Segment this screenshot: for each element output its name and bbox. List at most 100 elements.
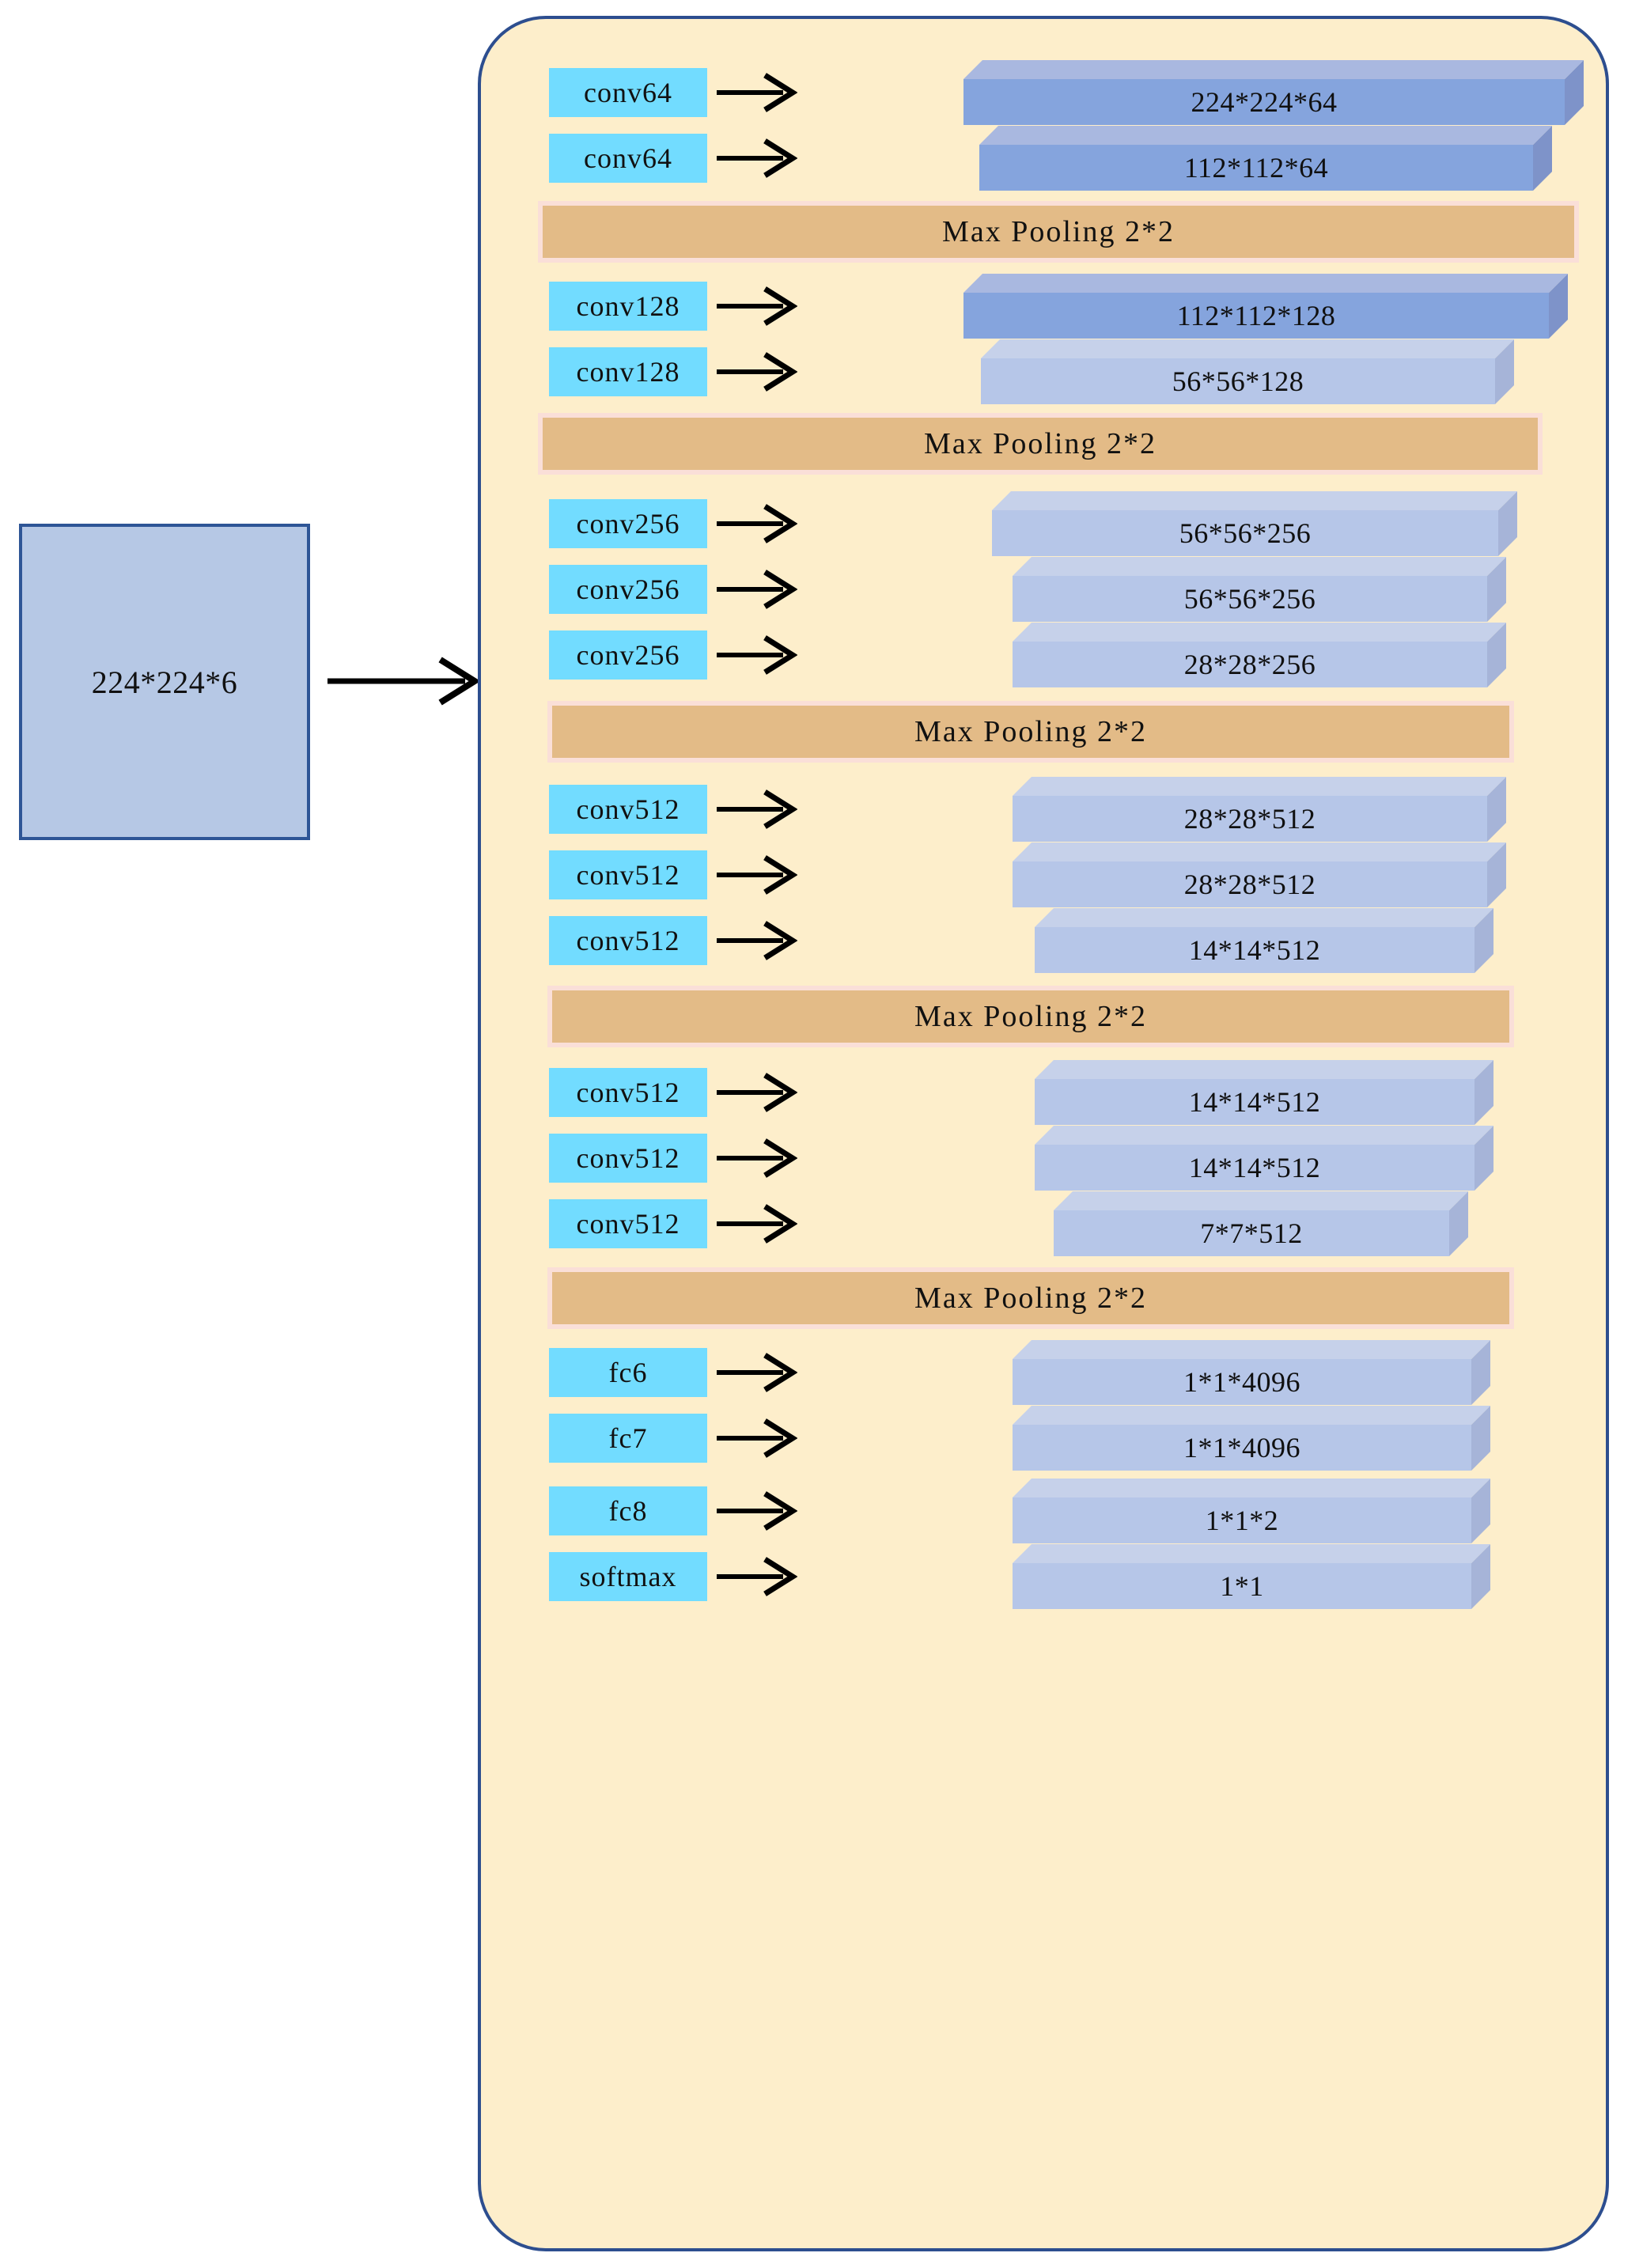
slab-front-face: 1*1*4096 [1013,1359,1471,1405]
layer-row: conv512 14*14*512 [481,1060,1606,1133]
output-tensor-slab: 14*14*512 [1035,1126,1493,1191]
slab-top-face [992,491,1517,510]
arrow-right-icon [717,570,797,609]
slab-front-face: 28*28*512 [1013,861,1487,907]
layer-row: conv256 56*56*256 [481,491,1606,564]
arrow-right-icon [717,1353,797,1392]
operation-label: conv256 [576,508,680,540]
output-tensor-slab: 28*28*512 [1013,777,1506,842]
operation-box[interactable]: conv512 [549,1199,707,1248]
operation-label: conv256 [576,574,680,605]
slab-front-face: 56*56*256 [992,510,1498,556]
operation-label: conv512 [576,1142,680,1174]
operation-label: fc8 [608,1495,648,1527]
output-shape-label: 28*28*512 [1183,803,1316,835]
operation-box[interactable]: conv512 [549,1134,707,1183]
max-pooling-label: Max Pooling 2*2 [914,715,1147,748]
output-shape-label: 1*1*4096 [1183,1366,1300,1398]
pooling-row: Max Pooling 2*2 [481,986,1606,1051]
output-tensor-slab: 224*224*64 [963,60,1584,125]
operation-label: conv64 [584,142,672,174]
output-tensor-slab: 112*112*64 [979,126,1552,191]
operation-label: fc6 [608,1357,648,1388]
operation-box[interactable]: softmax [549,1552,707,1601]
operation-label: softmax [579,1561,677,1592]
operation-box[interactable]: conv256 [549,565,707,614]
output-tensor-slab: 56*56*128 [981,339,1514,404]
slab-front-face: 14*14*512 [1035,927,1475,973]
slab-top-face [1013,777,1506,796]
operation-box[interactable]: conv128 [549,282,707,331]
slab-top-face [963,60,1584,79]
max-pooling-bar: Max Pooling 2*2 [547,701,1514,763]
operation-box[interactable]: fc6 [549,1348,707,1397]
operation-label: conv512 [576,859,680,891]
slab-top-face [1013,1544,1490,1563]
operation-box[interactable]: fc8 [549,1486,707,1535]
arrow-right-icon [717,1204,797,1244]
input-tensor-box: 224*224*6 [19,524,310,840]
max-pooling-label: Max Pooling 2*2 [924,427,1157,460]
output-tensor-slab: 112*112*128 [963,274,1568,339]
operation-box[interactable]: conv256 [549,630,707,680]
pooling-row: Max Pooling 2*2 [481,413,1606,478]
arrow-right-icon [717,635,797,675]
output-shape-label: 28*28*512 [1183,869,1316,900]
output-shape-label: 28*28*256 [1183,649,1316,680]
slab-top-face [1054,1191,1468,1210]
max-pooling-label: Max Pooling 2*2 [914,1282,1147,1315]
layer-row: conv512 14*14*512 [481,908,1606,981]
operation-box[interactable]: conv512 [549,785,707,834]
operation-box[interactable]: conv512 [549,1068,707,1117]
layer-row: conv128 112*112*128 [481,274,1606,346]
layer-row: conv64 224*224*64 [481,60,1606,133]
layer-row: conv512 14*14*512 [481,1126,1606,1198]
operation-box[interactable]: conv128 [549,347,707,396]
max-pooling-bar: Max Pooling 2*2 [547,986,1514,1047]
operation-label: conv128 [576,290,680,322]
arrow-right-icon [717,921,797,960]
operation-label: conv128 [576,356,680,388]
output-shape-label: 56*56*128 [1172,365,1304,397]
slab-front-face: 1*1 [1013,1563,1471,1609]
operation-label: conv512 [576,1208,680,1240]
arrow-right-icon [717,73,797,112]
layer-row: conv512 28*28*512 [481,777,1606,850]
input-tensor-label: 224*224*6 [91,664,238,700]
slab-front-face: 28*28*256 [1013,642,1487,687]
slab-front-face: 14*14*512 [1035,1079,1475,1125]
slab-top-face [981,339,1514,358]
pooling-row: Max Pooling 2*2 [481,701,1606,766]
operation-box[interactable]: fc7 [549,1414,707,1463]
output-shape-label: 112*112*128 [1176,300,1336,331]
slab-top-face [1035,908,1493,927]
slab-top-face [1035,1126,1493,1145]
output-tensor-slab: 1*1 [1013,1544,1490,1609]
operation-box[interactable]: conv512 [549,916,707,965]
arrow-right-icon [717,1138,797,1178]
slab-front-face: 56*56*128 [981,358,1495,404]
arrow-right-icon [717,1073,797,1112]
operation-box[interactable]: conv64 [549,134,707,183]
pooling-row: Max Pooling 2*2 [481,201,1606,266]
output-tensor-slab: 14*14*512 [1035,908,1493,973]
operation-box[interactable]: conv64 [549,68,707,117]
output-shape-label: 1*1*2 [1205,1505,1279,1536]
operation-box[interactable]: conv512 [549,850,707,899]
slab-front-face: 14*14*512 [1035,1145,1475,1191]
output-tensor-slab: 28*28*256 [1013,623,1506,687]
operation-box[interactable]: conv256 [549,499,707,548]
arrow-right-icon [717,789,797,829]
output-tensor-slab: 1*1*2 [1013,1479,1490,1543]
slab-top-face [1013,1340,1490,1359]
max-pooling-label: Max Pooling 2*2 [942,215,1175,248]
slab-top-face [1013,1406,1490,1425]
layer-row: conv256 28*28*256 [481,623,1606,695]
output-tensor-slab: 28*28*512 [1013,842,1506,907]
output-shape-label: 56*56*256 [1183,583,1316,615]
slab-top-face [979,126,1552,145]
slab-front-face: 28*28*512 [1013,796,1487,842]
arrow-right-icon [717,352,797,392]
